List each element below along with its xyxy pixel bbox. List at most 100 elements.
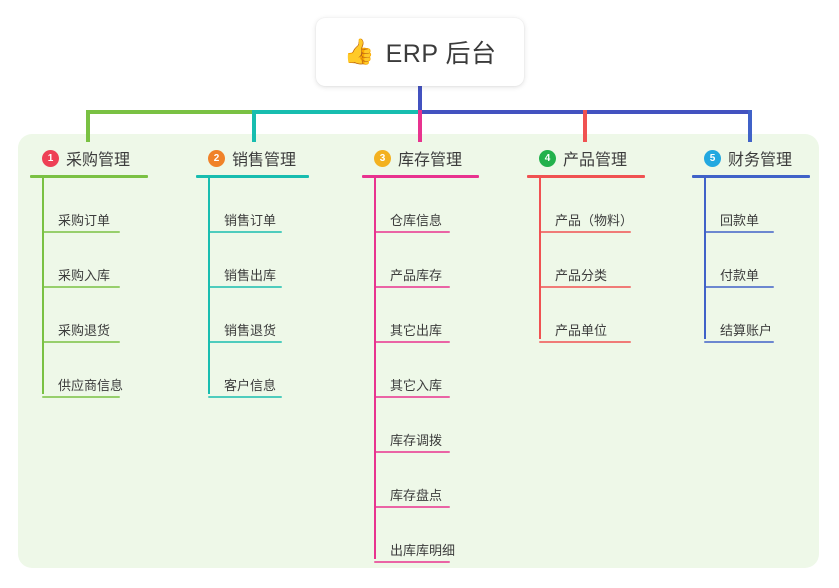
branch-item-label: 销售订单 (224, 213, 277, 228)
root-node[interactable]: 👍 ERP 后台 (316, 18, 524, 86)
branch-item-rule (208, 396, 282, 398)
branch-column-2: 2 销售管理销售订单销售出库销售退货客户信息 (196, 146, 309, 398)
branch-spine (704, 178, 706, 339)
branch-item[interactable]: 客户信息 (196, 343, 309, 398)
branch-item-label: 采购入库 (58, 268, 111, 283)
branch-item-rule (42, 286, 120, 288)
branch-item-list: 仓库信息产品库存其它出库其它入库库存调拨库存盘点出库库明细 (362, 178, 479, 563)
branch-number-badge: 1 (42, 149, 59, 167)
branch-item-list: 销售订单销售出库销售退货客户信息 (196, 178, 309, 398)
branch-item-rule (42, 396, 120, 398)
branch-item-label: 供应商信息 (58, 378, 124, 393)
branch-item-rule (374, 561, 450, 563)
branch-item-label: 产品单位 (555, 323, 608, 338)
branch-item-rule (374, 506, 450, 508)
branch-title: 产品管理 (563, 152, 628, 169)
branch-item-label: 客户信息 (224, 378, 277, 393)
branch-item-label: 销售退货 (224, 323, 277, 338)
branch-item-label: 付款单 (720, 268, 760, 283)
branch-item[interactable]: 其它入库 (362, 343, 479, 398)
branch-header-3[interactable]: 3 库存管理 (362, 146, 479, 170)
branch-header-4[interactable]: 4 产品管理 (527, 146, 645, 170)
branch-item-label: 出库库明细 (390, 543, 456, 558)
branch-item[interactable]: 库存盘点 (362, 453, 479, 508)
branch-spine (374, 178, 376, 559)
branch-item-label: 采购退货 (58, 323, 111, 338)
branch-number-badge: 2 (208, 149, 225, 167)
branch-item-rule (374, 451, 450, 453)
branch-number-badge: 3 (374, 149, 391, 167)
branch-item[interactable]: 采购入库 (30, 233, 148, 288)
branch-item-label: 库存调拨 (390, 433, 443, 448)
branch-item[interactable]: 付款单 (692, 233, 810, 288)
branch-item-label: 回款单 (720, 213, 760, 228)
branch-item-rule (374, 286, 450, 288)
branch-item[interactable]: 回款单 (692, 178, 810, 233)
root-title: ERP 后台 (385, 40, 497, 68)
branch-header-rule (196, 175, 309, 178)
branch-item[interactable]: 产品（物料） (527, 178, 645, 233)
branch-item-label: 销售出库 (224, 268, 277, 283)
branch-item[interactable]: 结算账户 (692, 288, 810, 343)
branch-item[interactable]: 出库库明细 (362, 508, 479, 563)
branch-title: 采购管理 (66, 152, 131, 169)
branch-column-3: 3 库存管理仓库信息产品库存其它出库其它入库库存调拨库存盘点出库库明细 (362, 146, 479, 563)
branch-item-rule (42, 231, 120, 233)
branch-title: 库存管理 (398, 152, 463, 169)
branch-item-rule (208, 286, 282, 288)
branch-column-4: 4 产品管理产品（物料） 产品分类产品单位 (527, 146, 645, 343)
branch-item-rule (539, 231, 631, 233)
branch-title: 财务管理 (728, 152, 793, 169)
branch-item[interactable]: 产品单位 (527, 288, 645, 343)
branch-item[interactable]: 产品库存 (362, 233, 479, 288)
branches-panel (18, 134, 819, 568)
branch-item-label: 产品分类 (555, 268, 608, 283)
branch-column-1: 1 采购管理采购订单采购入库采购退货供应商信息 (30, 146, 148, 398)
branch-item[interactable]: 采购退货 (30, 288, 148, 343)
branch-number-badge: 5 (704, 149, 721, 167)
branch-number-badge: 4 (539, 149, 556, 167)
branch-item[interactable]: 仓库信息 (362, 178, 479, 233)
branch-item-list: 产品（物料） 产品分类产品单位 (527, 178, 645, 343)
branch-item[interactable]: 供应商信息 (30, 343, 148, 398)
branch-item-rule (704, 341, 774, 343)
branch-item-rule (374, 341, 450, 343)
branch-item-rule (374, 231, 450, 233)
branch-item-list: 采购订单采购入库采购退货供应商信息 (30, 178, 148, 398)
branch-item-label: 产品（物料） (555, 213, 634, 228)
branch-item-rule (539, 341, 631, 343)
branch-title: 销售管理 (232, 152, 297, 169)
branch-item[interactable]: 库存调拨 (362, 398, 479, 453)
branch-item[interactable]: 销售退货 (196, 288, 309, 343)
branch-column-5: 5 财务管理回款单付款单结算账户 (692, 146, 810, 343)
branch-spine (539, 178, 541, 339)
branch-item-rule (208, 231, 282, 233)
branch-header-1[interactable]: 1 采购管理 (30, 146, 148, 170)
branch-item-label: 库存盘点 (390, 488, 443, 503)
branch-header-rule (30, 175, 148, 178)
branch-item-label: 其它出库 (390, 323, 443, 338)
branch-item-label: 仓库信息 (390, 213, 443, 228)
branch-item[interactable]: 销售订单 (196, 178, 309, 233)
branch-item[interactable]: 销售出库 (196, 233, 309, 288)
branch-item-label: 结算账户 (720, 323, 773, 338)
branch-item[interactable]: 其它出库 (362, 288, 479, 343)
branch-item-label: 其它入库 (390, 378, 443, 393)
branch-item-rule (208, 341, 282, 343)
branch-item-rule (539, 286, 631, 288)
branch-item-label: 采购订单 (58, 213, 111, 228)
branch-item-list: 回款单付款单结算账户 (692, 178, 810, 343)
thumbs-up-icon: 👍 (343, 37, 375, 66)
branch-item-rule (374, 396, 450, 398)
branch-item[interactable]: 产品分类 (527, 233, 645, 288)
branch-header-5[interactable]: 5 财务管理 (692, 146, 810, 170)
branch-item-rule (704, 231, 774, 233)
branch-header-2[interactable]: 2 销售管理 (196, 146, 309, 170)
branch-item-label: 产品库存 (390, 268, 443, 283)
branch-header-rule (362, 175, 479, 178)
branch-header-rule (527, 175, 645, 178)
branch-item-rule (704, 286, 774, 288)
branch-item[interactable]: 采购订单 (30, 178, 148, 233)
branch-item-rule (42, 341, 120, 343)
